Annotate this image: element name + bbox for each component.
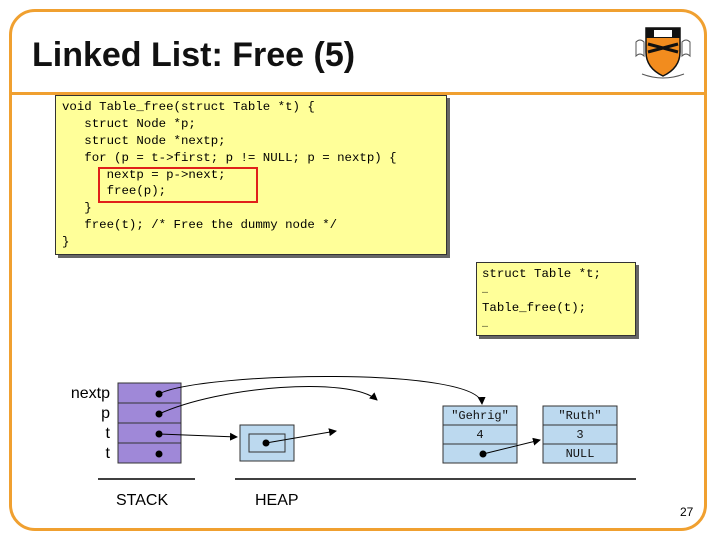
code-line: for (p = t->first; p != NULL; p = nextp)… <box>62 150 397 165</box>
stack-caption: STACK <box>116 492 169 509</box>
client-code-line: … <box>482 320 489 331</box>
t-arrow <box>158 432 238 441</box>
client-code-line: struct Table *t; <box>482 267 601 281</box>
stack-label-t: t <box>105 425 110 442</box>
stack-label-t2: t <box>105 445 110 462</box>
code-line: } <box>62 201 92 216</box>
gehrig-next-arrow <box>482 437 541 455</box>
code-line: void Table_free(struct Table *t) { <box>62 100 315 114</box>
nextp-arrow <box>158 376 486 405</box>
stack-label-p: p <box>101 405 110 422</box>
client-code-line: … <box>482 286 489 297</box>
code-line: free(p); <box>62 184 167 199</box>
code-line: free(t); /* Free the dummy node */ <box>62 218 338 233</box>
title-divider <box>12 92 706 95</box>
slide-title: Linked List: Free (5) <box>32 36 356 74</box>
node-ruth <box>542 405 618 464</box>
t2-dot <box>155 450 163 458</box>
code-block: void Table_free(struct Table *t) { struc… <box>55 95 447 255</box>
first-arrow <box>265 428 337 444</box>
gehrig-name: "Gehrig" <box>451 409 509 423</box>
highlight-box <box>98 167 258 203</box>
p-arrow <box>158 386 378 415</box>
ruth-name: "Ruth" <box>558 409 602 423</box>
stack-label-nextp: nextp <box>70 385 110 402</box>
stack-cells <box>117 382 182 464</box>
slide-frame <box>9 9 707 531</box>
client-code-line: Table_free(t); <box>482 301 587 315</box>
page-number: 27 <box>680 505 694 519</box>
code-line: struct Node *nextp; <box>62 133 226 148</box>
code-line: } <box>62 235 70 250</box>
princeton-shield-icon <box>635 27 691 79</box>
ruth-value: 3 <box>576 428 584 442</box>
code-line: struct Node *p; <box>62 116 196 131</box>
ruth-next-null: NULL <box>565 447 595 461</box>
code-line: nextp = p->next; <box>62 167 226 182</box>
heap-caption: HEAP <box>255 492 299 509</box>
gehrig-value: 4 <box>476 428 484 442</box>
client-code-block: struct Table *t; … Table_free(t); … <box>476 262 636 336</box>
